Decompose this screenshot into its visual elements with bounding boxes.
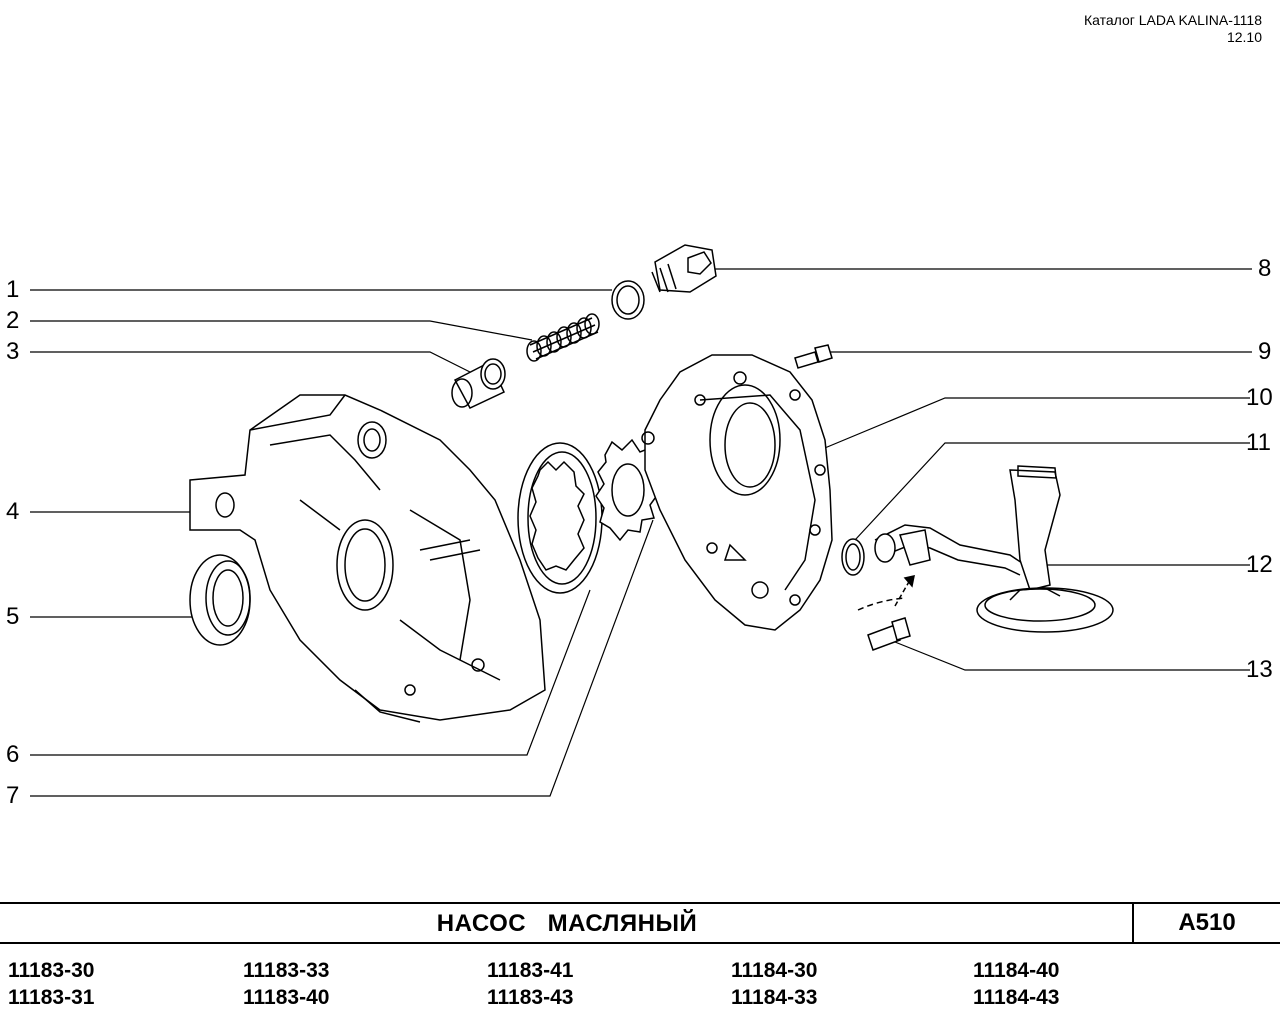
catalog-header: Каталог LADA KALINA-1118 12.10 [1084,12,1262,46]
catalog-title: Каталог LADA KALINA-1118 [1083,12,1262,28]
model-code: 11184-30 [731,959,818,982]
callout-13: 13 [1246,656,1273,683]
leader-10 [819,397,1250,451]
leader-2 [30,320,533,341]
model-code: 11183-33 [243,959,330,982]
section-code: A510 [1178,909,1236,936]
callout-5: 5 [6,603,20,630]
leader-11 [854,442,1250,541]
part-2-spring [526,313,600,362]
model-code: 11183-40 [243,986,330,1009]
part-5-oil-seal [189,554,251,646]
model-code: 11183-31 [8,986,95,1009]
part-11-o-ring [841,538,865,576]
section-code-box: A510 [1132,902,1280,944]
catalog-date: 12.10 [1226,29,1262,45]
callout-12: 12 [1246,551,1273,578]
model-code: 11184-33 [731,986,818,1009]
leader-3 [30,351,471,373]
part-12-oil-pickup [874,465,1114,633]
part-4-pump-housing [189,394,546,723]
part-6-outer-rotor [517,442,603,594]
part-7-inner-gear [595,438,661,542]
model-code: 11183-41 [487,959,574,982]
part-10-pump-cover [641,354,833,631]
model-code: 11183-30 [8,959,95,982]
callout-8: 8 [1258,255,1272,282]
leader-lines [30,268,1252,797]
assembly-arrow-icon [857,575,915,611]
part-1-o-ring [611,280,645,320]
part-13-bolt [867,617,911,651]
callout-7: 7 [6,782,20,809]
part-9-screw [794,344,833,369]
callout-2: 2 [6,307,20,334]
callout-9: 9 [1258,338,1272,365]
callout-4: 4 [6,498,20,525]
leader-7 [30,519,654,797]
oil-pump-exploded-diagram [30,244,1252,797]
part-3-piston [451,358,506,409]
part-8-plug [651,244,717,293]
page-title: НАСОС МАСЛЯНЫЙ [436,910,698,937]
model-code: 11184-40 [973,959,1060,982]
leader-13 [894,641,1250,671]
callout-10: 10 [1246,384,1273,411]
callout-3: 3 [6,338,20,365]
leader-6 [30,589,591,756]
callout-1: 1 [6,276,20,303]
title-bar: НАСОС МАСЛЯНЫЙ A510 [0,902,1280,944]
callout-6: 6 [6,741,20,768]
model-code: 11184-43 [973,986,1060,1009]
model-code: 11183-43 [487,986,574,1009]
callout-11: 11 [1246,429,1271,456]
